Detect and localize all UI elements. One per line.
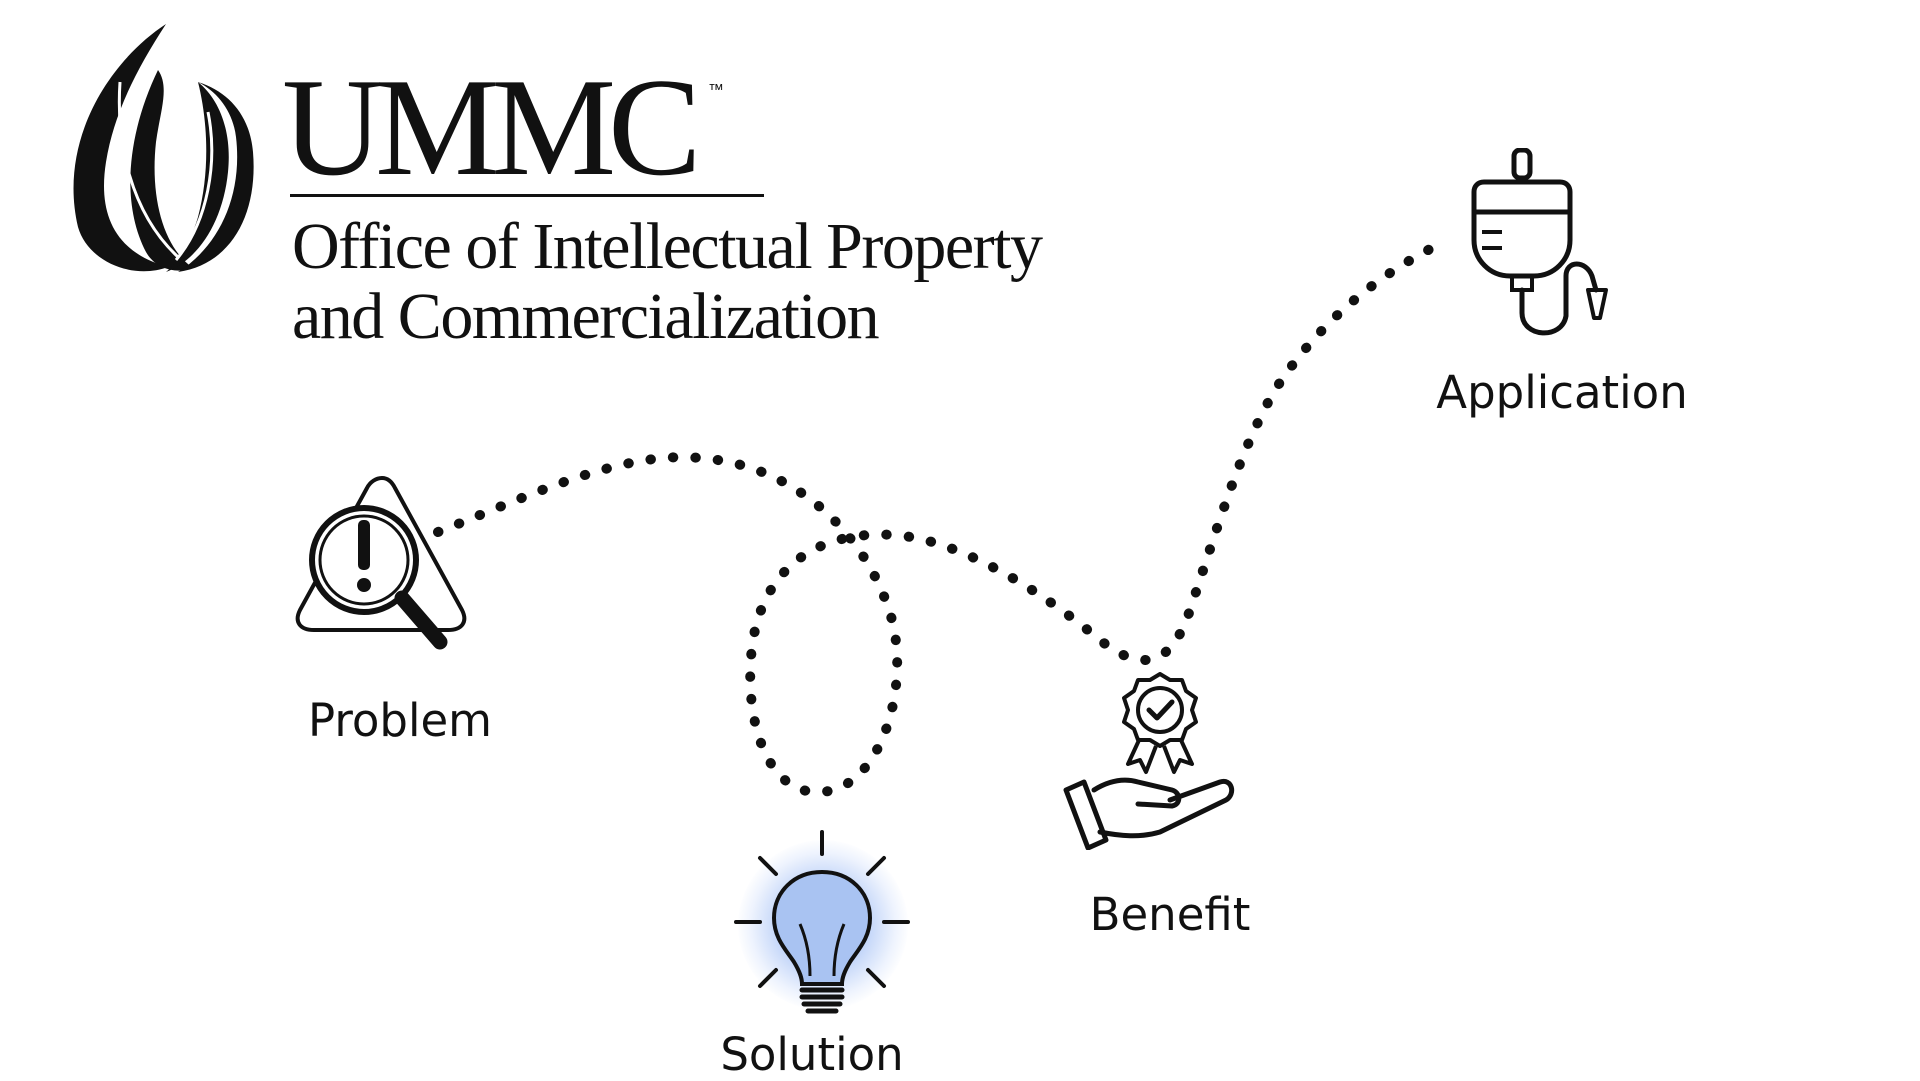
node-label-benefit: Benefit — [1089, 888, 1251, 941]
node-label-solution: Solution — [720, 1028, 904, 1081]
ummc-logo-mark-icon — [73, 24, 254, 272]
brand-subtitle-line2: and Commercialization — [292, 280, 880, 353]
iv-bag-icon — [1471, 148, 1608, 336]
dotted-connector — [433, 243, 1437, 798]
brand-subtitle-line1: Office of Intellectual Property — [292, 210, 1043, 283]
brand-divider — [290, 194, 764, 197]
node-label-problem: Problem — [308, 694, 492, 747]
brand-name: UMMC — [282, 50, 701, 205]
lightbulb-icon — [734, 830, 910, 1014]
brand-subtitle: Office of Intellectual Property and Comm… — [292, 210, 1043, 353]
warning-magnifier-icon — [295, 476, 467, 650]
node-label-application: Application — [1436, 366, 1688, 419]
trademark-symbol: ™ — [708, 82, 724, 99]
award-hand-icon — [1063, 672, 1235, 850]
